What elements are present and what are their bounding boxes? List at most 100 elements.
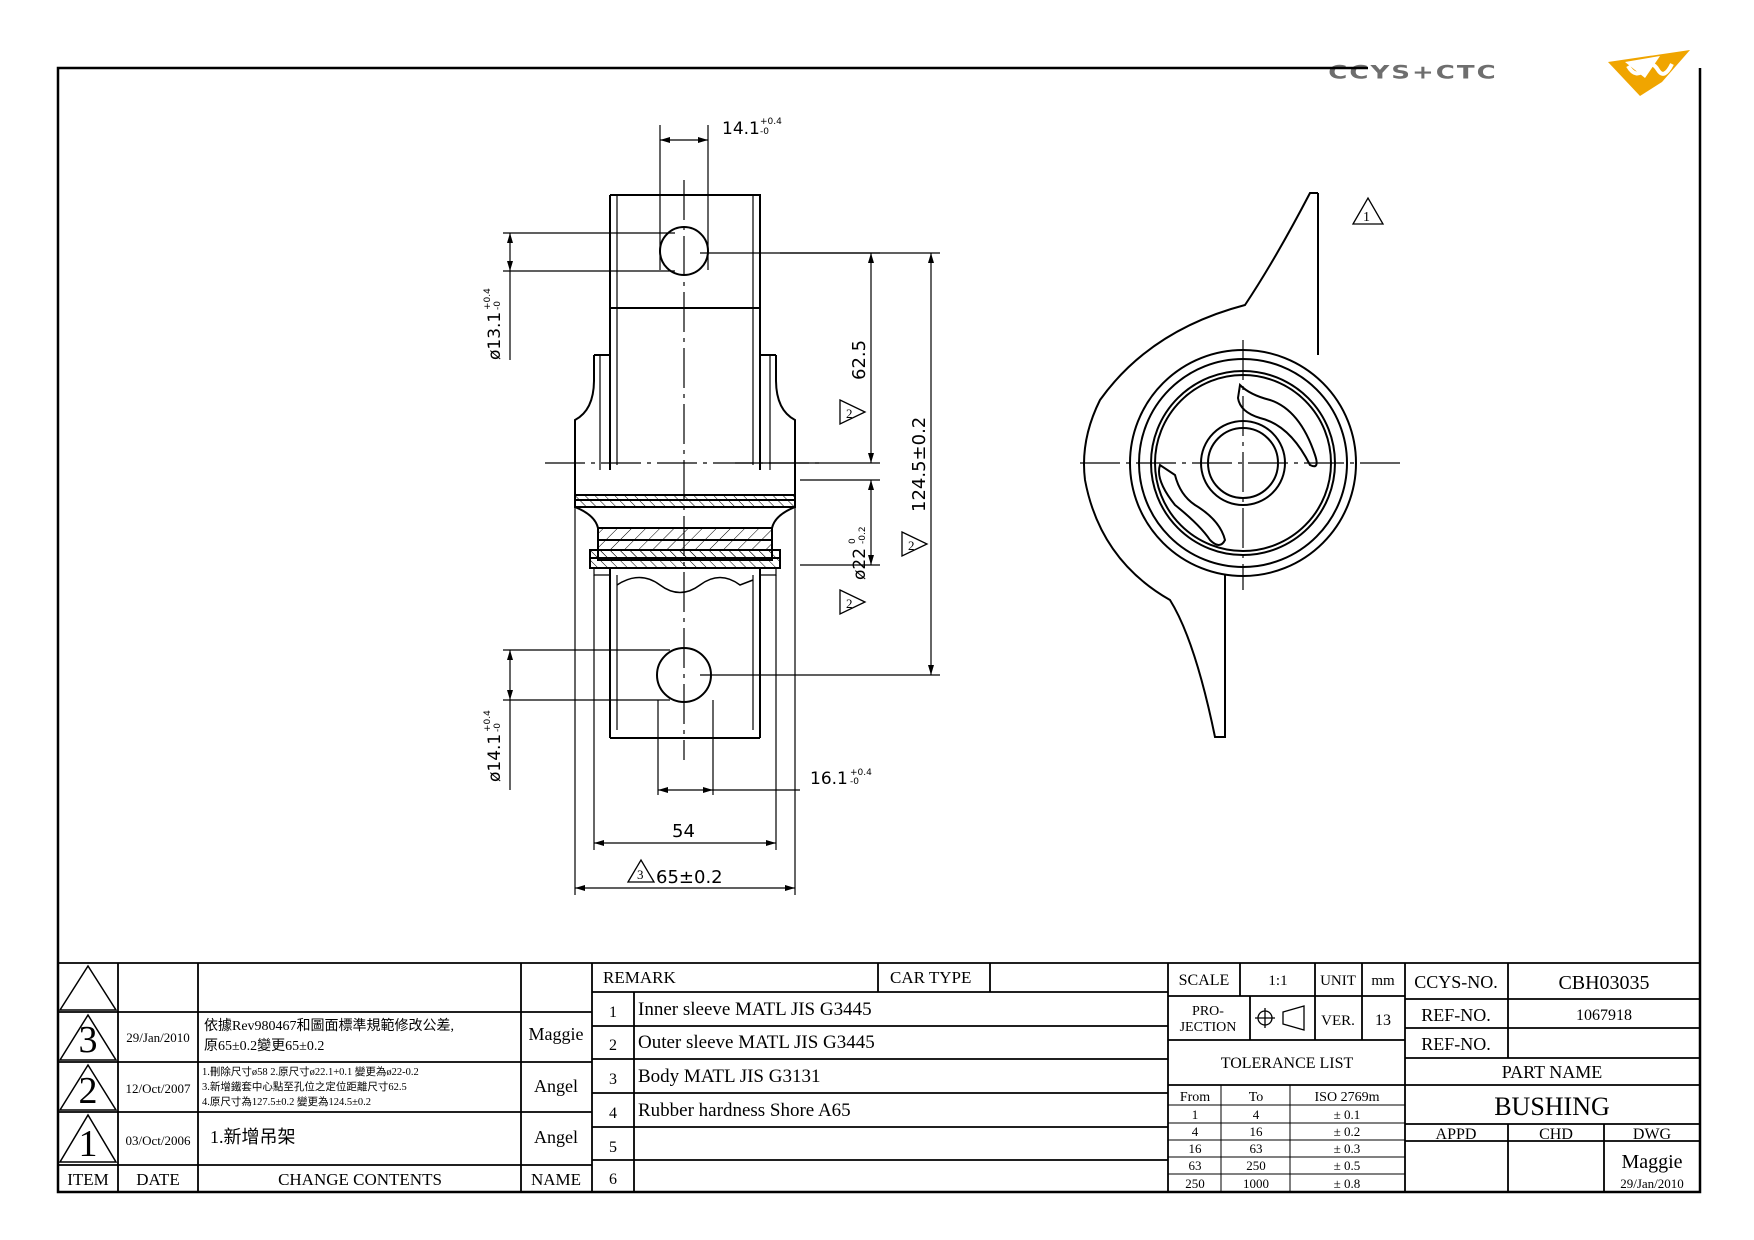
unit-value: mm — [1371, 973, 1395, 989]
svg-text:Angel: Angel — [534, 1076, 578, 1096]
revision-table: 3 29/Jan/2010 依據Rev980467和圖面標準規範修改公差, 原6… — [67, 1017, 583, 1189]
remark-header: REMARK — [603, 968, 676, 987]
svg-text:1: 1 — [609, 1004, 617, 1021]
dim-center-distance: 62.5 — [849, 340, 870, 380]
svg-text:4: 4 — [1253, 1107, 1260, 1122]
appd-label: APPD — [1436, 1126, 1477, 1143]
svg-text:2: 2 — [609, 1037, 617, 1054]
svg-text:From: From — [1180, 1090, 1210, 1105]
ccys-no-value: CBH03035 — [1558, 972, 1649, 994]
revision-row-3: 3 29/Jan/2010 依據Rev980467和圖面標準規範修改公差, 原6… — [79, 1017, 584, 1061]
dim-dia-inner-tol-lower: -0.2 — [858, 526, 868, 544]
dim-dia-top-hole-tol-upper: +0.4 — [483, 288, 493, 310]
svg-text:16: 16 — [1250, 1124, 1264, 1139]
svg-text:1: 1 — [79, 1123, 98, 1165]
rev-triangle-124-5: 2 — [901, 530, 929, 558]
svg-text:± 0.1: ± 0.1 — [1334, 1107, 1361, 1122]
ref-no-label-2: REF-NO. — [1421, 1034, 1491, 1054]
svg-text:To: To — [1249, 1090, 1264, 1105]
dim-top-hole-spacing-tol-lower: -0 — [760, 127, 769, 137]
svg-text:63: 63 — [1250, 1141, 1263, 1156]
ver-label: VER. — [1321, 1013, 1355, 1029]
svg-text:3: 3 — [637, 867, 644, 882]
svg-text:2: 2 — [79, 1070, 98, 1112]
svg-text:2: 2 — [908, 538, 915, 553]
revision-triangles — [58, 964, 118, 1163]
company-logo: CCYS+CTC — [1328, 50, 1690, 96]
svg-text:JECTION: JECTION — [1180, 1020, 1237, 1035]
dim-width-65: 65±0.2 — [656, 867, 723, 888]
dim-dia-inner-tol-upper: 0 — [848, 538, 858, 544]
dim-dia-bottom-hole: ø14.1 — [485, 734, 505, 782]
svg-text:3: 3 — [79, 1019, 98, 1061]
svg-text:4: 4 — [1192, 1124, 1199, 1139]
svg-text:依據Rev980467和圖面標準規範修改公差,: 依據Rev980467和圖面標準規範修改公差, — [204, 1017, 454, 1034]
svg-text:250: 250 — [1185, 1176, 1205, 1191]
dim-dia-top-hole-tol-lower: -0 — [493, 301, 503, 310]
rev-triangle-62-5: 2 — [839, 398, 867, 426]
svg-text:DATE: DATE — [136, 1170, 179, 1189]
unit-label: UNIT — [1320, 973, 1356, 989]
svg-text:1.新增吊架: 1.新增吊架 — [210, 1127, 296, 1147]
svg-text:Maggie: Maggie — [529, 1024, 584, 1044]
dim-top-hole-spacing: 14.1 — [722, 119, 760, 139]
part-info-block: CCYS-NO. CBH03035 REF-NO. 1067918 REF-NO… — [1414, 972, 1684, 1191]
svg-text:± 0.2: ± 0.2 — [1334, 1124, 1361, 1139]
tolerance-row: 4 16 ± 0.2 — [1192, 1124, 1361, 1139]
tolerance-row: 250 1000 ± 0.8 — [1185, 1176, 1360, 1191]
svg-text:CHANGE CONTENTS: CHANGE CONTENTS — [278, 1170, 442, 1189]
svg-text:16: 16 — [1189, 1141, 1203, 1156]
scale-block: SCALE 1:1 UNIT mm PRO- JECTION VER. 13 T… — [1179, 972, 1395, 1191]
revision-table-header: ITEM DATE CHANGE CONTENTS NAME — [67, 1170, 581, 1189]
svg-text:29/Jan/2010: 29/Jan/2010 — [126, 1030, 190, 1045]
dim-bottom-hole-spacing-tol-lower: -0 — [850, 777, 859, 787]
svg-text:12/Oct/2007: 12/Oct/2007 — [126, 1081, 191, 1096]
dim-dia-bottom-hole-tol-lower: -0 — [493, 723, 503, 732]
rev-triangle-dia-22: 2 — [839, 588, 867, 616]
ref-no-value-1: 1067918 — [1576, 1007, 1632, 1024]
dwg-date: 29/Jan/2010 — [1620, 1176, 1684, 1191]
svg-text:ISO 2769m: ISO 2769m — [1315, 1090, 1380, 1105]
svg-text:PRO-: PRO- — [1192, 1004, 1224, 1019]
svg-text:1.刪除尺寸ø58 2.原尺寸ø22.1+0.1 變更為ø2: 1.刪除尺寸ø58 2.原尺寸ø22.1+0.1 變更為ø22-0.2 — [202, 1065, 419, 1078]
dim-width-54: 54 — [672, 821, 695, 842]
dimension-labels: 14.1 +0.4 -0 ø13.1 +0.4 -0 62.5 2 124.5±… — [483, 117, 930, 888]
dwg-label: DWG — [1633, 1126, 1672, 1143]
logo-text: CCYS+CTC — [1328, 62, 1497, 83]
third-angle-projection-icon — [1255, 1005, 1305, 1031]
ref-no-label-1: REF-NO. — [1421, 1005, 1491, 1025]
front-view-dimensions — [503, 125, 940, 895]
svg-text:6: 6 — [609, 1171, 617, 1188]
svg-text:2: 2 — [846, 596, 853, 611]
tolerance-row: 1 4 ± 0.1 — [1192, 1107, 1361, 1122]
svg-text:± 0.5: ± 0.5 — [1334, 1158, 1361, 1173]
svg-text:原65±0.2變更65±0.2: 原65±0.2變更65±0.2 — [204, 1038, 324, 1054]
remark-4: Rubber hardness Shore A65 — [638, 1100, 851, 1121]
scale-value: 1:1 — [1268, 973, 1287, 989]
revision-row-1: 1 03/Oct/2006 1.新增吊架 Angel — [79, 1123, 579, 1165]
rev-triangle-65: 3 — [626, 858, 656, 883]
svg-text:± 0.8: ± 0.8 — [1334, 1176, 1361, 1191]
svg-text:± 0.3: ± 0.3 — [1334, 1141, 1361, 1156]
tolerance-row: 16 63 ± 0.3 — [1189, 1141, 1361, 1156]
rev-triangle-side-view: 1 — [1351, 196, 1385, 225]
dim-top-hole-spacing-tol-upper: +0.4 — [760, 117, 782, 127]
svg-text:1000: 1000 — [1243, 1176, 1269, 1191]
dim-bottom-hole-spacing: 16.1 — [810, 769, 848, 789]
tolerance-row: 63 250 ± 0.5 — [1189, 1158, 1361, 1173]
side-view — [1080, 192, 1405, 738]
svg-text:3.新增鐵套中心點至孔位之定位距離尺寸62.5: 3.新增鐵套中心點至孔位之定位距離尺寸62.5 — [202, 1080, 407, 1093]
remark-3: Body MATL JIS G3131 — [638, 1066, 820, 1087]
ccys-no-label: CCYS-NO. — [1414, 972, 1498, 992]
remarks-table: REMARK CAR TYPE 1 Inner sleeve MATL JIS … — [603, 968, 971, 1188]
dim-overall-length: 124.5±0.2 — [909, 417, 930, 512]
svg-text:63: 63 — [1189, 1158, 1202, 1173]
svg-text:ITEM: ITEM — [67, 1170, 109, 1189]
svg-text:Angel: Angel — [534, 1127, 578, 1147]
ver-value: 13 — [1375, 1012, 1391, 1029]
scale-label: SCALE — [1179, 972, 1230, 989]
svg-text:03/Oct/2006: 03/Oct/2006 — [126, 1133, 191, 1148]
logo-mark-icon — [1608, 50, 1690, 96]
svg-text:5: 5 — [609, 1139, 617, 1156]
